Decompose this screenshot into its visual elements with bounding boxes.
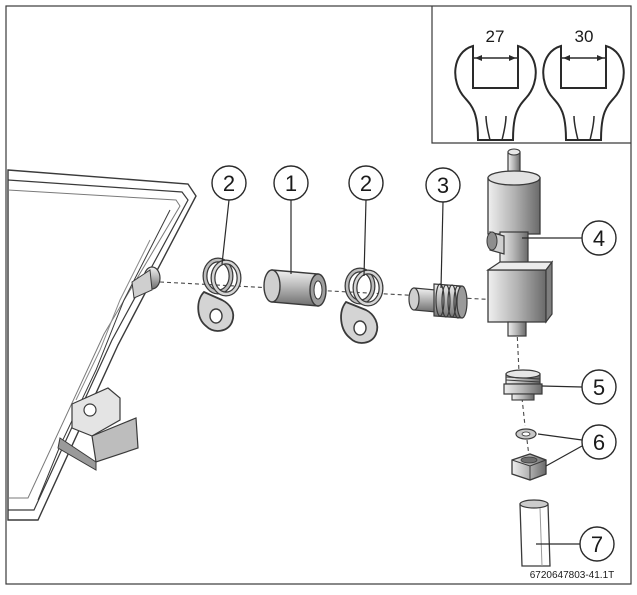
callout-label: 5 [593, 375, 605, 400]
callout-label: 3 [437, 173, 449, 198]
callout-6: 6 [581, 424, 617, 460]
callout-4: 4 [581, 220, 617, 256]
callout-2-right: 2 [348, 165, 384, 201]
leader-lines [221, 199, 583, 545]
callout-3: 3 [425, 167, 461, 203]
connection-pipe [519, 499, 551, 567]
callout-5: 5 [581, 369, 617, 405]
wrench-inset: 27 30 [431, 6, 631, 144]
collector-panel [7, 169, 197, 521]
callout-label: 7 [591, 532, 603, 557]
washer [515, 428, 537, 440]
hose-clamp-left [197, 257, 242, 332]
callouts: 2 1 2 3 4 5 6 7 [211, 165, 617, 562]
wrench-27-icon [454, 44, 537, 141]
callout-label: 2 [360, 171, 372, 196]
callout-label: 1 [285, 171, 297, 196]
callout-2-left: 2 [211, 165, 247, 201]
threaded-adapter [408, 283, 468, 319]
callout-1: 1 [273, 165, 309, 201]
figure-frame [5, 5, 632, 585]
callout-label: 2 [223, 171, 235, 196]
hose-clamp-right [340, 267, 384, 344]
threaded-nipple [503, 369, 543, 401]
figure-code: 6720647803-41.1T [530, 570, 615, 581]
callout-label: 4 [593, 226, 605, 251]
wrench-size-27: 27 [486, 27, 505, 46]
wrench-size-30: 30 [575, 27, 594, 46]
callout-label: 6 [593, 430, 605, 455]
wrench-30-icon [542, 44, 625, 141]
vent-valve-body [486, 148, 554, 337]
hose-sleeve [263, 269, 327, 307]
union-nut [511, 453, 547, 481]
callout-7: 7 [579, 526, 615, 562]
